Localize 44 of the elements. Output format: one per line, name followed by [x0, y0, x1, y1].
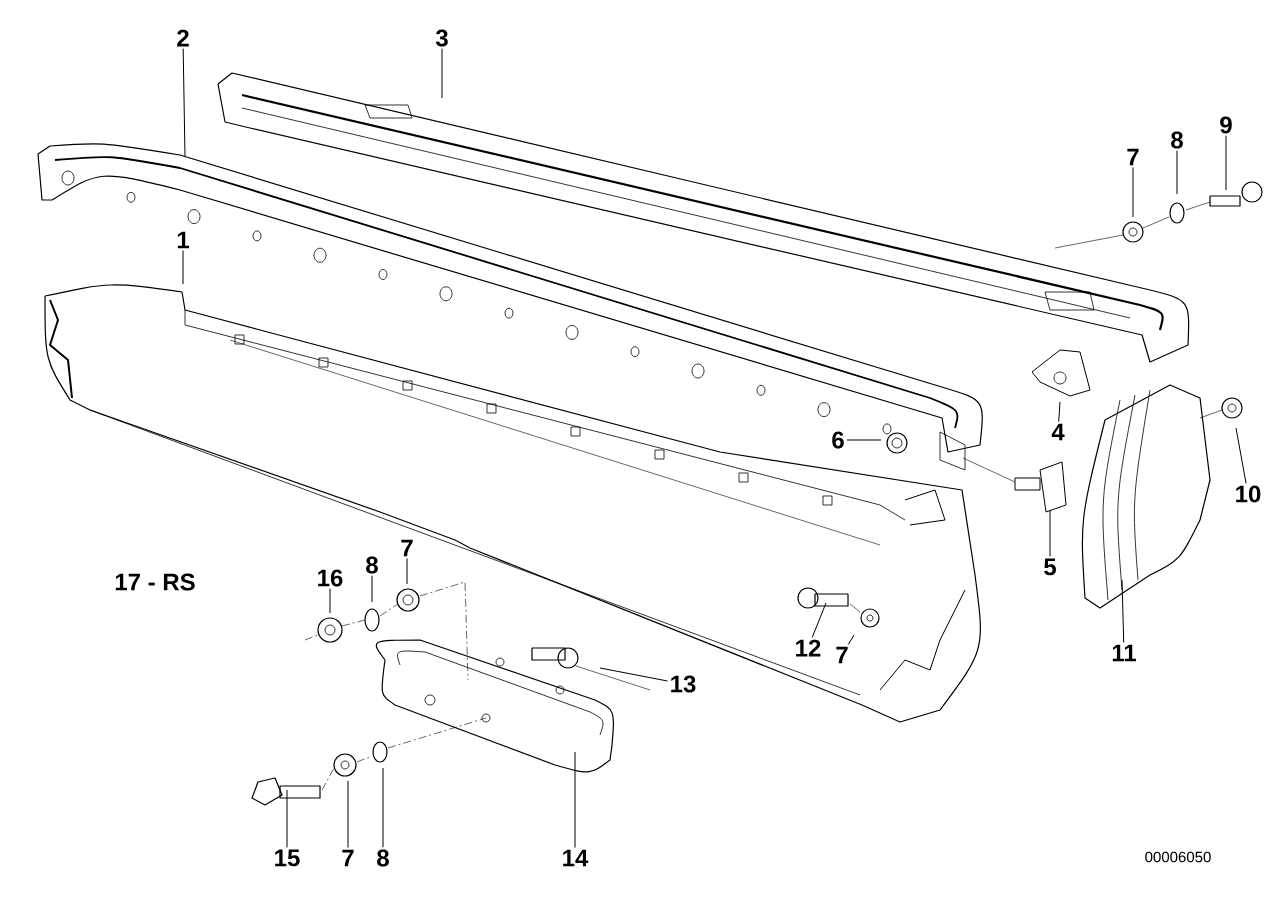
leader-line [371, 575, 373, 603]
callout-number: 12 [796, 639, 821, 657]
leader-line [329, 588, 331, 614]
leader-line [1176, 150, 1178, 195]
callout-number: 7 [836, 646, 848, 664]
leader-line [441, 48, 443, 99]
callout-number: 4 [1051, 423, 1065, 441]
callout-number: 7 [342, 849, 354, 867]
leader-line [847, 634, 855, 646]
leader-line [574, 751, 576, 849]
callout-number: 7 [401, 539, 413, 557]
callout-number: 14 [563, 849, 589, 867]
leader-line [811, 602, 827, 638]
callout-number: 8 [377, 849, 389, 867]
callout-number: 13 [671, 675, 696, 693]
callout-number: 2 [177, 29, 189, 47]
leader-line [406, 557, 408, 585]
leader-line [1121, 579, 1125, 644]
callout-number: 9 [1220, 116, 1232, 134]
callout-number: 3 [435, 29, 448, 47]
callout-number: 1 [177, 231, 189, 249]
callout-number: 7 [1127, 148, 1139, 166]
callout-number: 16 [318, 569, 343, 587]
callout-number: 10 [1236, 485, 1261, 503]
diagram-code: 17 - RS [115, 573, 195, 591]
leader-line [846, 439, 882, 441]
leader-line [1058, 401, 1061, 423]
callout-number: 8 [366, 556, 378, 574]
callout-number: 15 [275, 849, 300, 867]
leader-line [182, 249, 184, 285]
leader-line [182, 48, 186, 158]
leader-line [1049, 509, 1051, 557]
leader-line [382, 767, 384, 848]
leader-line [1132, 166, 1134, 218]
callout-number: 8 [1171, 131, 1183, 149]
leader-line [347, 780, 349, 849]
leader-line [286, 789, 288, 848]
callout-number: 6 [832, 431, 844, 449]
callout-number: 5 [1044, 558, 1056, 576]
leader-line [1235, 427, 1247, 484]
drawing-number: 00006050 [1145, 851, 1211, 863]
leader-line [599, 667, 668, 682]
callout-number: 11 [1112, 644, 1136, 662]
leader-line [1225, 135, 1227, 191]
